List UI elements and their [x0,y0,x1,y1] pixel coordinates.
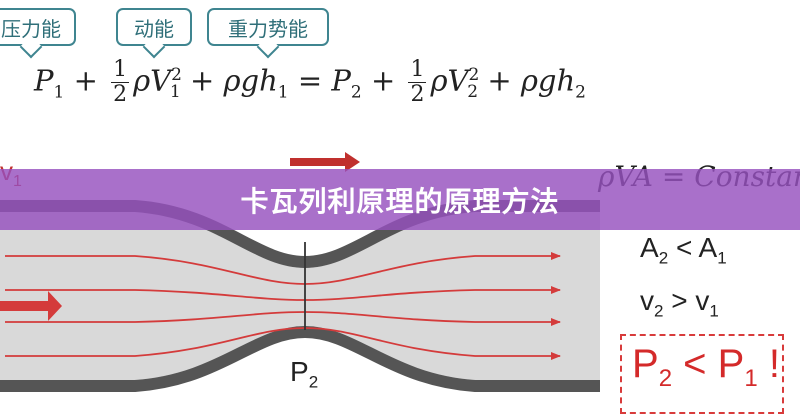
inlet-flow-arrow [0,291,62,321]
warn-bang: ! [768,342,780,386]
callout-pressure-energy: 压力能 [0,8,76,59]
warn-lhs-sub: 2 [658,365,673,392]
eq-v1-sq: 2 [171,64,182,85]
tube-bottom-wall [0,325,600,392]
eq-p2: P [331,63,351,98]
eq-v1-sub: 1 [169,82,181,103]
eq-p1: P [34,63,54,98]
p2-letter: P [290,356,309,387]
title-banner: 卡瓦列利原理的原理方法 [0,169,800,230]
pressure-warning-text: P2 < P1 ! [632,342,780,393]
velocity-relation: v2 > v1 [640,285,719,322]
eq-plus-3: + [370,63,396,98]
eq-rho-v2: ρV [430,63,469,98]
eq-plus-1: + [73,63,98,98]
eq-half-2-num: 1 [408,57,427,83]
eq-rho-v1: ρV [133,63,172,98]
eq-h2-sub: 2 [575,82,586,103]
eq-half-2-den: 2 [410,82,425,107]
vel-lhs-sub: 2 [654,301,664,321]
eq-half-1-num: 1 [111,57,130,83]
area-relation: A2 < A1 [640,232,727,269]
throat-pressure-label: P2 [290,356,318,393]
area-lhs: A [640,232,659,263]
eq-v2-sq: 2 [468,64,480,85]
area-lhs-sub: 2 [658,248,669,268]
eq-rho-g-h1: ρgh [223,63,278,98]
vel-rhs: v [695,285,710,316]
eq-plus-4: + [487,63,512,98]
eq-equals: = [297,63,323,98]
area-rhs-sub: 1 [717,248,727,268]
callout-potential-energy: 重力势能 [207,8,329,59]
eq-p2-sub: 2 [350,82,362,103]
eq-h1-sub: 1 [277,82,289,103]
banner-title: 卡瓦列利原理的原理方法 [240,184,560,218]
eq-half-1-den: 2 [113,82,128,107]
area-op: < [675,232,693,263]
eq-v2-sub: 2 [467,82,479,103]
eq-rho-g-h2: ρgh [520,63,576,98]
warn-rhs-sub: 1 [744,365,758,392]
area-rhs: A [698,232,718,263]
eq-plus-2: + [189,63,215,98]
velocity-arrow [290,152,360,172]
vel-op: > [671,285,688,316]
eq-p1-sub: 1 [53,82,65,103]
warn-lhs: P [632,342,659,386]
p2-sub: 2 [308,372,319,392]
vel-lhs: v [640,285,654,316]
callout-kinetic-energy: 动能 [116,8,192,59]
warn-rhs: P [717,342,745,386]
vel-rhs-sub: 1 [709,301,719,321]
tube-interior [0,212,600,380]
warn-op: < [683,342,707,386]
